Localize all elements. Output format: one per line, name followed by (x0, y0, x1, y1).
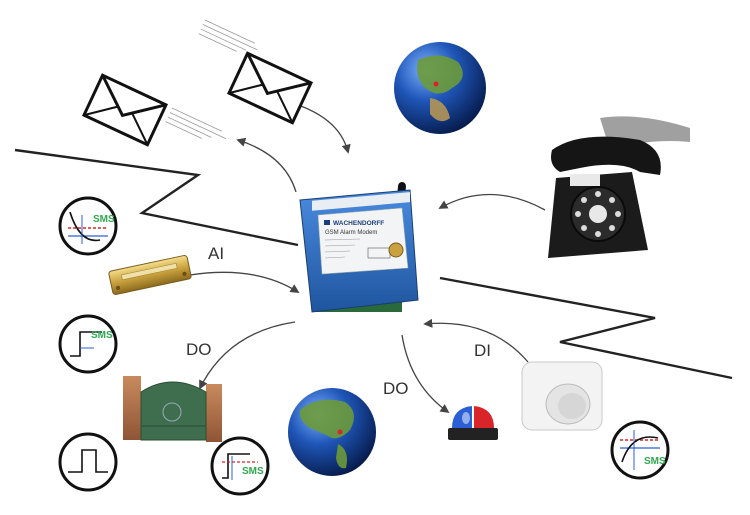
arrow-sensor-to-device (189, 271, 300, 293)
sms-pulse-badge-left: SMS (58, 314, 118, 374)
sms-label: SMS (91, 330, 113, 341)
sms-label: SMS (93, 214, 115, 225)
arrow-envelope-to-device (297, 104, 351, 154)
envelope-icon-left (81, 73, 169, 147)
arrow-device-to-gate (199, 321, 296, 390)
label-do-left: DO (186, 340, 212, 359)
message-text-lines (165, 19, 258, 140)
arrow-device-to-beacon (401, 334, 450, 414)
label-do-bottom: DO (383, 379, 409, 398)
globe-icon-america (288, 388, 376, 476)
arrow-device-to-envelope (236, 137, 297, 193)
envelope-icon-top (226, 51, 314, 125)
sms-threshold-badge-right: SMS (610, 420, 670, 480)
label-di: DI (474, 341, 491, 360)
analog-sensor-icon (108, 255, 192, 295)
label-ai: AI (208, 244, 224, 263)
alarm-beacon-icon (448, 406, 498, 440)
radio-link-right-line (439, 276, 733, 380)
radio-link-left-line (14, 148, 299, 247)
globe-icon-europe (394, 42, 486, 134)
sms-pulse-badge-bottom: SMS (210, 436, 270, 496)
pulse-badge (58, 432, 118, 492)
sms-label: SMS (242, 466, 264, 477)
sms-label: SMS (644, 456, 666, 467)
telephone-icon (548, 116, 690, 258)
device-model: GSM Alarm Modem (325, 230, 377, 236)
arrow-motion-to-device (423, 318, 529, 363)
motion-detector-icon (521, 361, 603, 431)
sms-threshold-badge-left: SMS (58, 196, 118, 256)
garden-gate-icon (123, 376, 222, 442)
gsm-alarm-modem-device: WACHENDORFF GSM Alarm Modem (299, 182, 419, 313)
arrow-phone-to-device (438, 193, 546, 211)
device-brand: WACHENDORFF (333, 220, 384, 227)
